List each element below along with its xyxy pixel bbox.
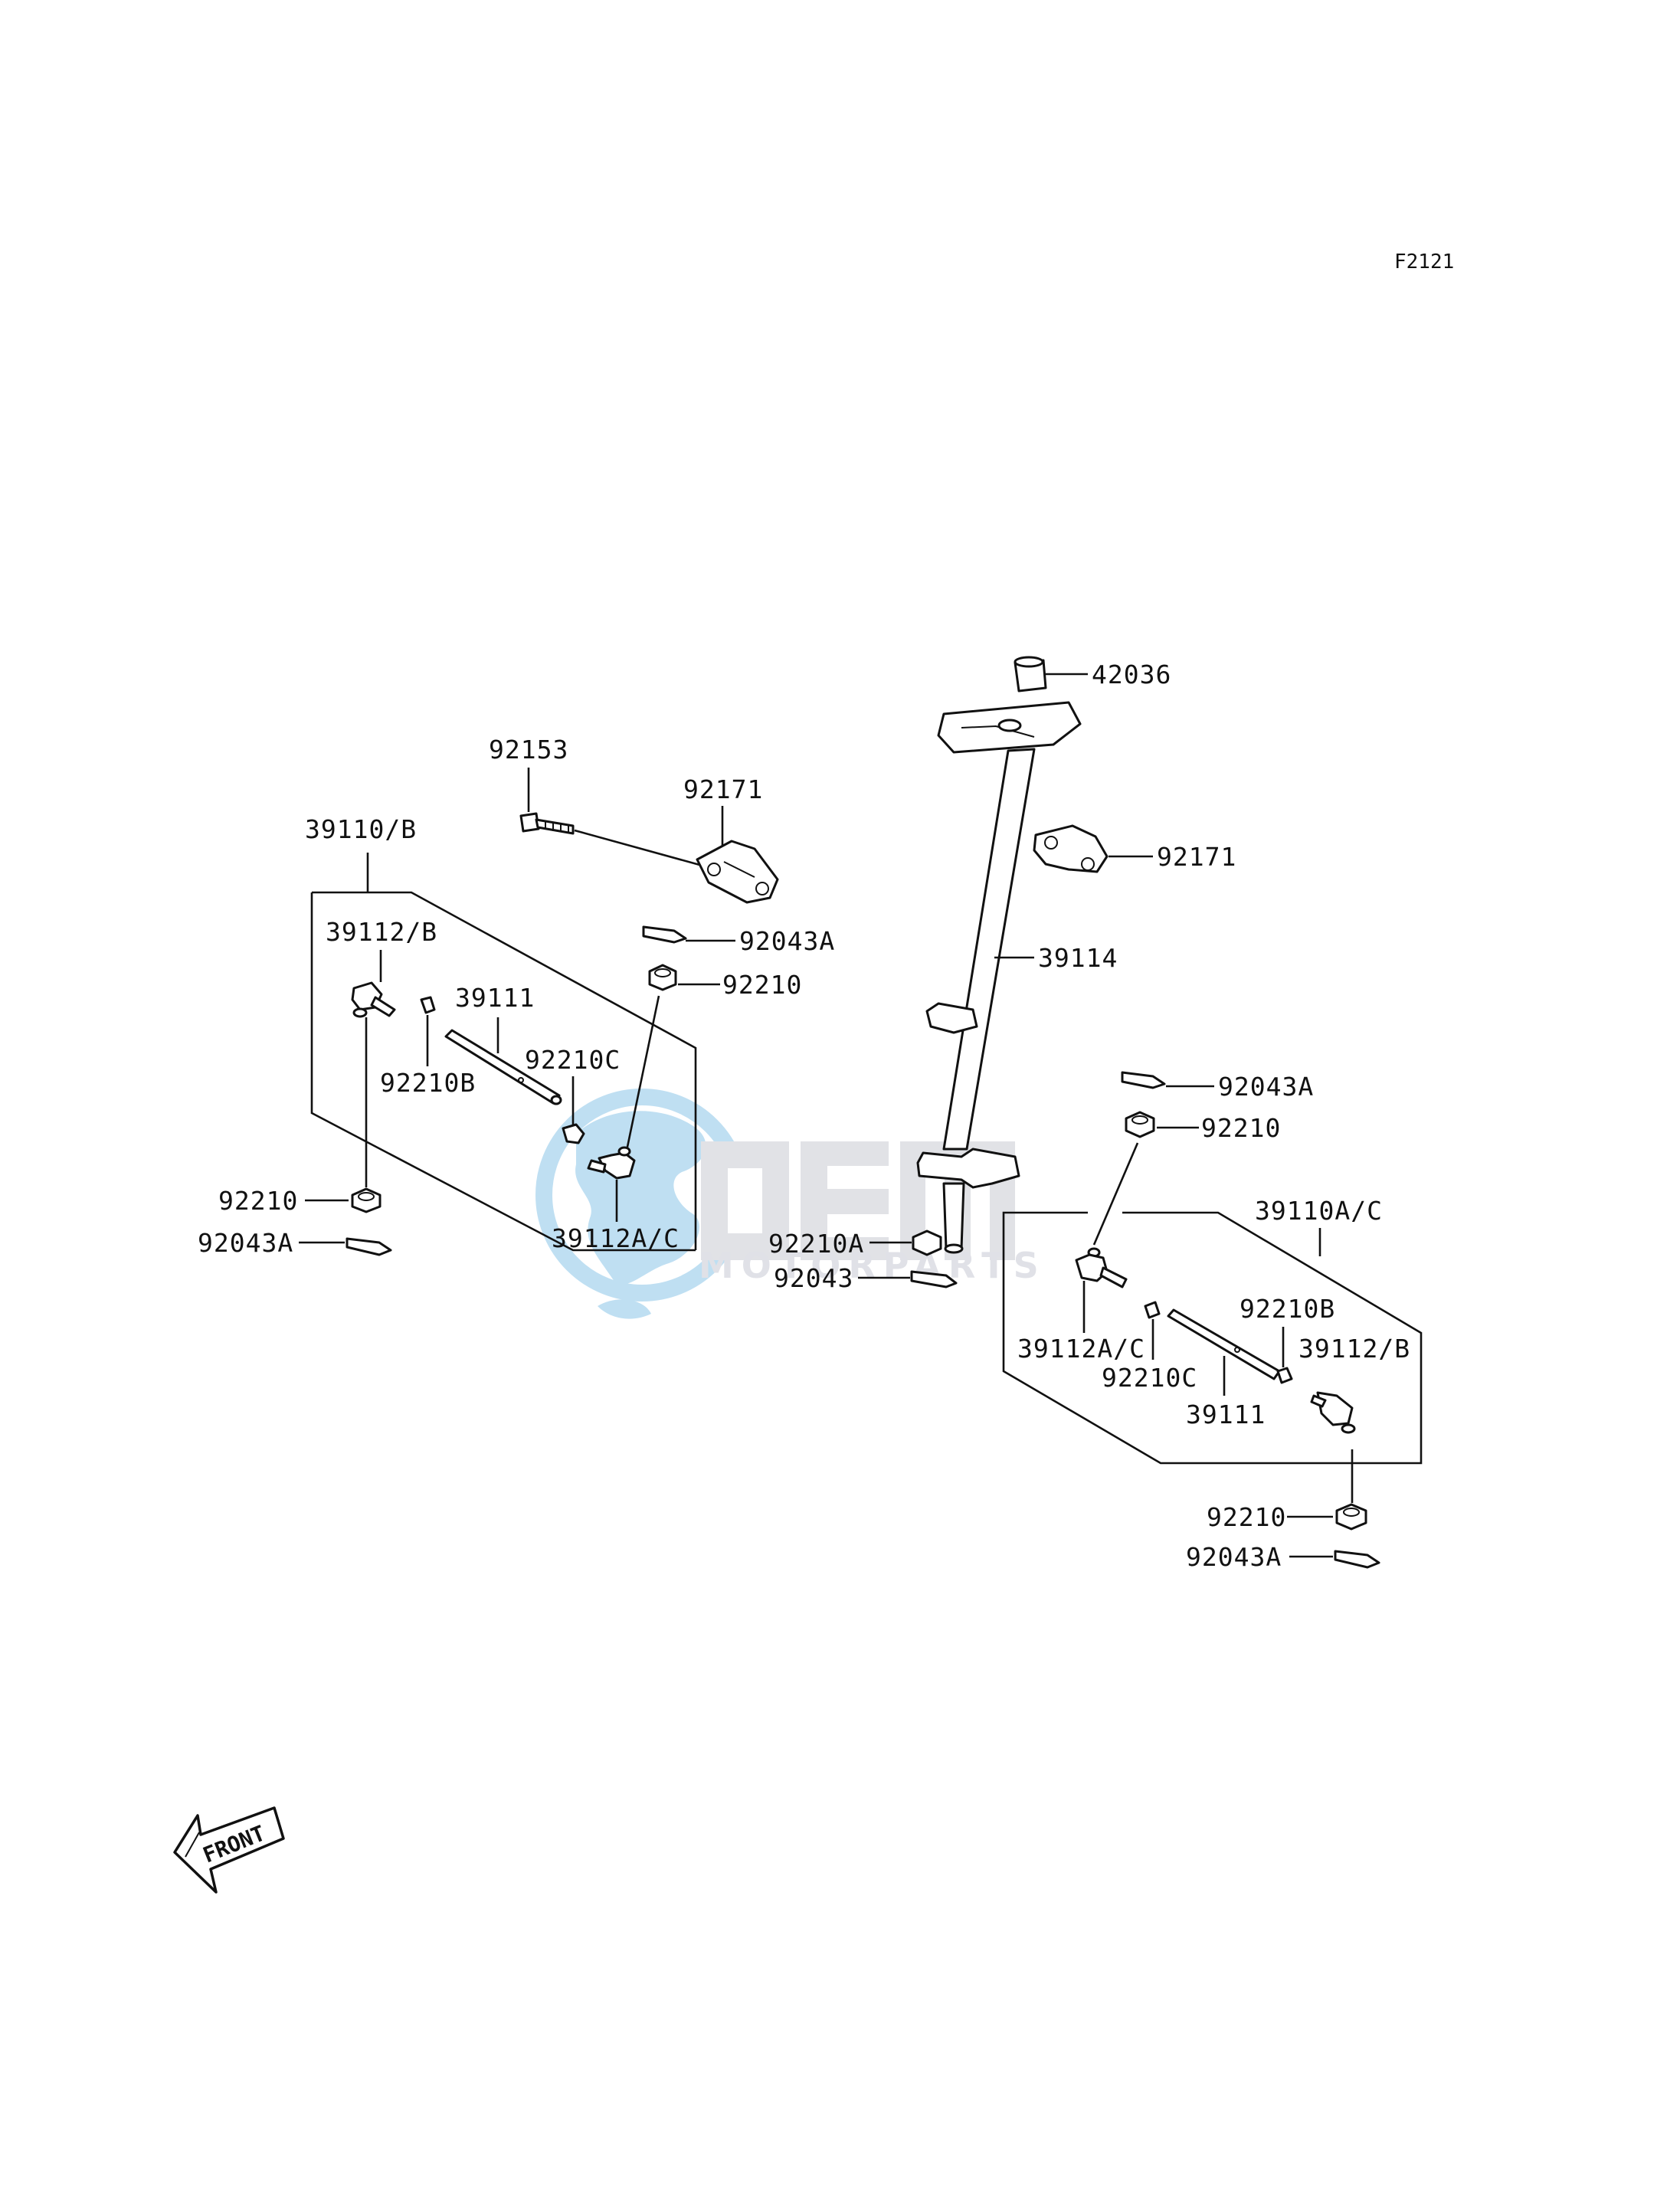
nut-right-bottom	[1335, 1503, 1367, 1531]
callout-39110B: 39110/B	[305, 814, 417, 844]
callout-92210C-right: 92210C	[1102, 1363, 1197, 1393]
callout-42036: 42036	[1092, 660, 1171, 689]
nut-left-bottom	[351, 1187, 382, 1213]
callout-39111-left: 39111	[455, 983, 535, 1013]
tie-rod-end-right-outer	[1310, 1391, 1356, 1434]
steering-shaft	[916, 656, 1082, 1254]
callout-39112B-left: 39112/B	[326, 917, 437, 947]
nut-92210A	[912, 1229, 942, 1256]
callout-92171-left: 92171	[683, 774, 763, 804]
callout-39114: 39114	[1038, 943, 1118, 973]
right-assembly-box	[1002, 1211, 1423, 1465]
left-assembly-box	[310, 853, 697, 1252]
cotter-pin-left-bottom	[345, 1237, 392, 1256]
clamp-right	[1033, 824, 1109, 873]
callout-92043A-top: 92043A	[739, 926, 835, 956]
callout-92171-right: 92171	[1157, 842, 1236, 872]
callout-92210B-left: 92210B	[380, 1068, 476, 1098]
callout-39111-right: 39111	[1186, 1400, 1266, 1429]
watermark-subtitle: MOTORPARTS	[699, 1245, 1046, 1286]
callout-92043A-right-bottom: 92043A	[1186, 1542, 1282, 1572]
callout-92210-right-bottom: 92210	[1207, 1502, 1286, 1532]
cotter-pin-right-top	[1121, 1071, 1166, 1089]
callout-92153: 92153	[489, 735, 568, 765]
cotter-pin-right-bottom	[1334, 1550, 1380, 1569]
callout-92210B-right: 92210B	[1240, 1294, 1335, 1324]
callout-92043A-left-bottom: 92043A	[198, 1228, 293, 1258]
tie-rod-left	[444, 1029, 562, 1105]
tie-rod-end-left-outer	[351, 981, 396, 1018]
callout-92210C-left: 92210C	[525, 1045, 621, 1075]
callout-92210-top: 92210	[722, 970, 802, 1000]
tie-rod-end-right-inner	[1075, 1247, 1128, 1288]
tie-rod-end-left-inner	[587, 1146, 636, 1180]
callout-92210-right-top: 92210	[1201, 1113, 1281, 1143]
callout-39112AC-left: 39112A/C	[552, 1223, 680, 1253]
nut-top	[648, 964, 677, 991]
cotter-pin-top	[642, 925, 687, 944]
callout-92210-left-bottom: 92210	[218, 1186, 298, 1216]
callout-92043A-right-top: 92043A	[1218, 1072, 1314, 1102]
callout-39112B-right: 39112/B	[1298, 1334, 1410, 1364]
front-arrow-icon: FRONT	[173, 1806, 285, 1894]
callout-92043: 92043	[774, 1263, 853, 1293]
cotter-pin-92043	[910, 1270, 958, 1288]
clamp-left	[696, 840, 779, 904]
bolt-92153	[519, 812, 575, 835]
diagram-code: F2121	[1394, 250, 1454, 273]
callout-39112AC-right: 39112A/C	[1017, 1334, 1145, 1364]
nut-right-top	[1125, 1111, 1155, 1138]
callout-39110AC: 39110A/C	[1255, 1196, 1383, 1226]
callout-92210A: 92210A	[768, 1229, 864, 1259]
